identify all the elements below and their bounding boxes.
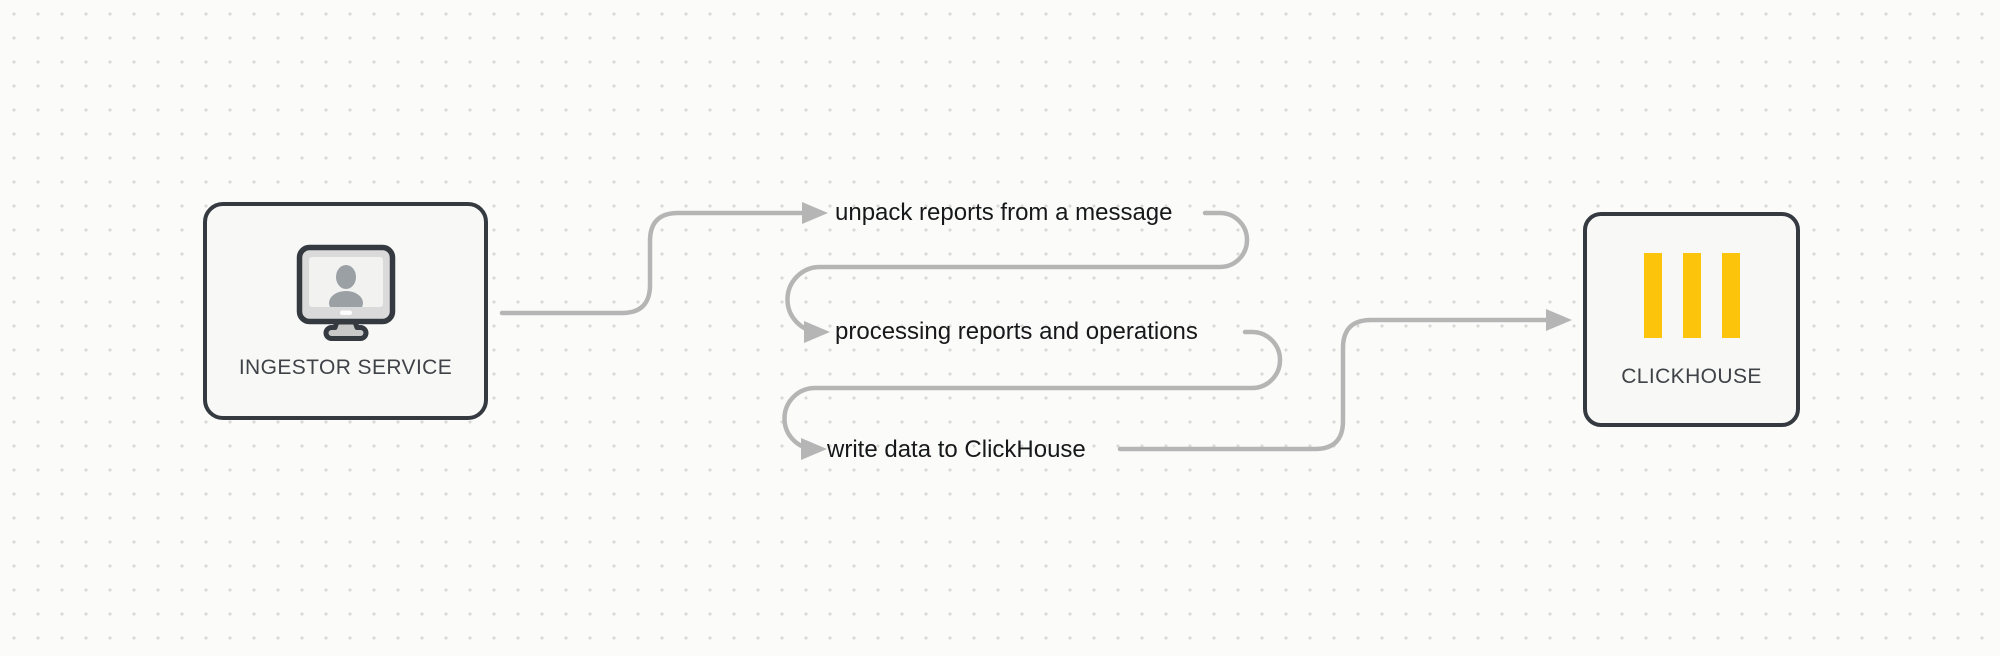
edge-ingestor-to-step1 bbox=[499, 210, 805, 316]
edge-step1-to-step2-arrowhead bbox=[804, 321, 830, 343]
step-label-processing-reports: processing reports and operations bbox=[835, 317, 1198, 345]
node-label-ingestor-service: INGESTOR SERVICE bbox=[238, 356, 453, 379]
edge-step1-to-step2 bbox=[785, 210, 1250, 335]
monitor-user-icon bbox=[296, 244, 395, 341]
step-label-unpack-reports: unpack reports from a message bbox=[835, 198, 1173, 226]
edge-ingestor-to-step1-arrowhead bbox=[802, 202, 828, 224]
node-label-clickhouse: CLICKHOUSE bbox=[1621, 364, 1762, 388]
node-clickhouse: CLICKHOUSE bbox=[1583, 212, 1800, 427]
edge-step2-to-step3 bbox=[782, 329, 1283, 452]
edge-step3-to-clickhouse-arrowhead bbox=[1546, 309, 1572, 331]
edge-step3-to-clickhouse bbox=[1117, 317, 1549, 452]
edge-step2-to-step3-arrowhead bbox=[801, 438, 827, 460]
step-label-write-data: write data to ClickHouse bbox=[827, 435, 1086, 463]
node-ingestor-service: INGESTOR SERVICE bbox=[203, 202, 488, 420]
clickhouse-logo-icon bbox=[1643, 252, 1740, 338]
